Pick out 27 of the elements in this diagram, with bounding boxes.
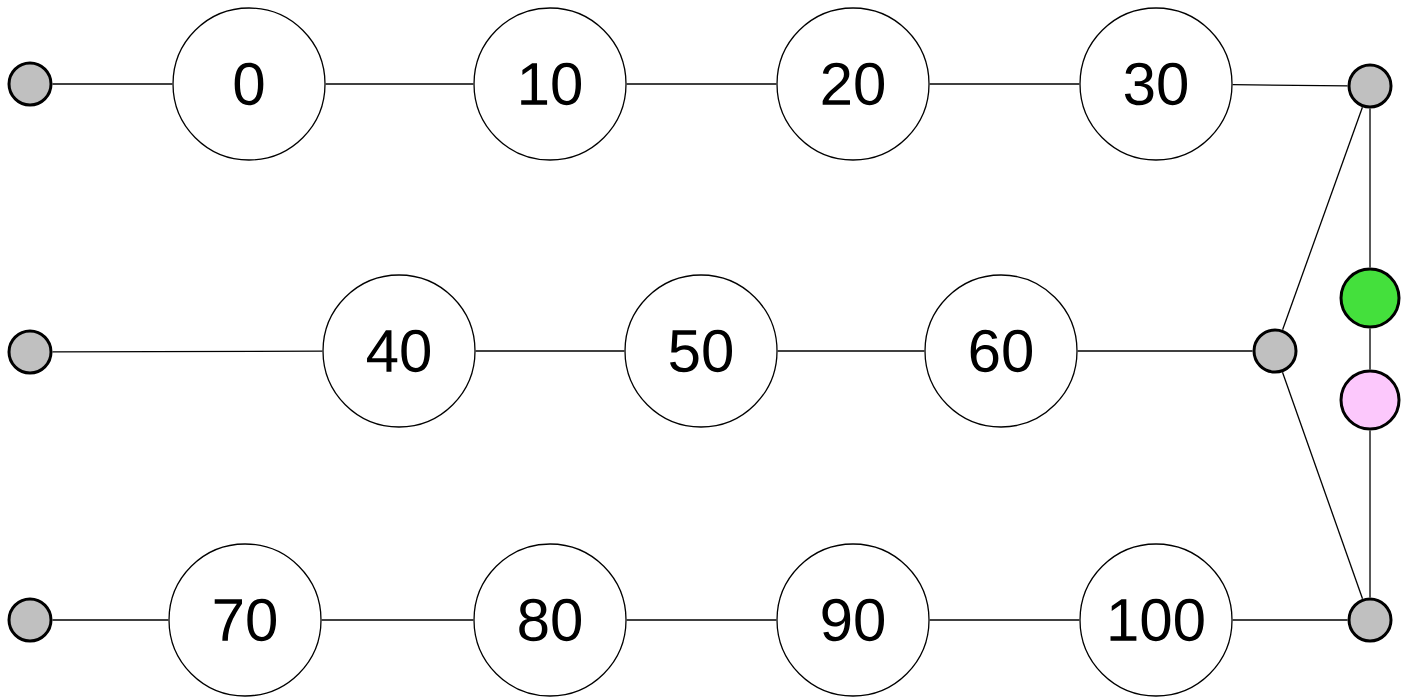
junction-circle xyxy=(7,329,53,375)
connector-line xyxy=(475,350,625,352)
connector-line xyxy=(1281,106,1364,331)
junction-circle xyxy=(1252,328,1298,374)
junction-circle xyxy=(1339,267,1401,329)
connector-line xyxy=(929,83,1080,85)
junction-circle xyxy=(1347,597,1393,643)
connector-line xyxy=(321,619,474,621)
connector-line xyxy=(51,350,323,353)
connector-line xyxy=(1369,107,1371,269)
connector-line xyxy=(1232,84,1349,87)
junction-circle xyxy=(1347,63,1393,109)
connector-line xyxy=(1369,429,1371,599)
connector-line xyxy=(51,83,173,85)
connector-line xyxy=(325,83,474,85)
connector-line xyxy=(51,619,169,621)
connector-line xyxy=(1369,327,1371,371)
connector-line xyxy=(626,619,777,621)
connector-line xyxy=(777,350,925,352)
connector-line xyxy=(929,619,1080,621)
junction-circle xyxy=(1339,369,1401,431)
connector-line xyxy=(1077,350,1254,352)
connector-line xyxy=(626,83,777,85)
junction-circle xyxy=(7,597,53,643)
connector-line xyxy=(1232,619,1349,621)
junction-circle xyxy=(7,61,53,107)
connector-line xyxy=(1281,371,1364,600)
